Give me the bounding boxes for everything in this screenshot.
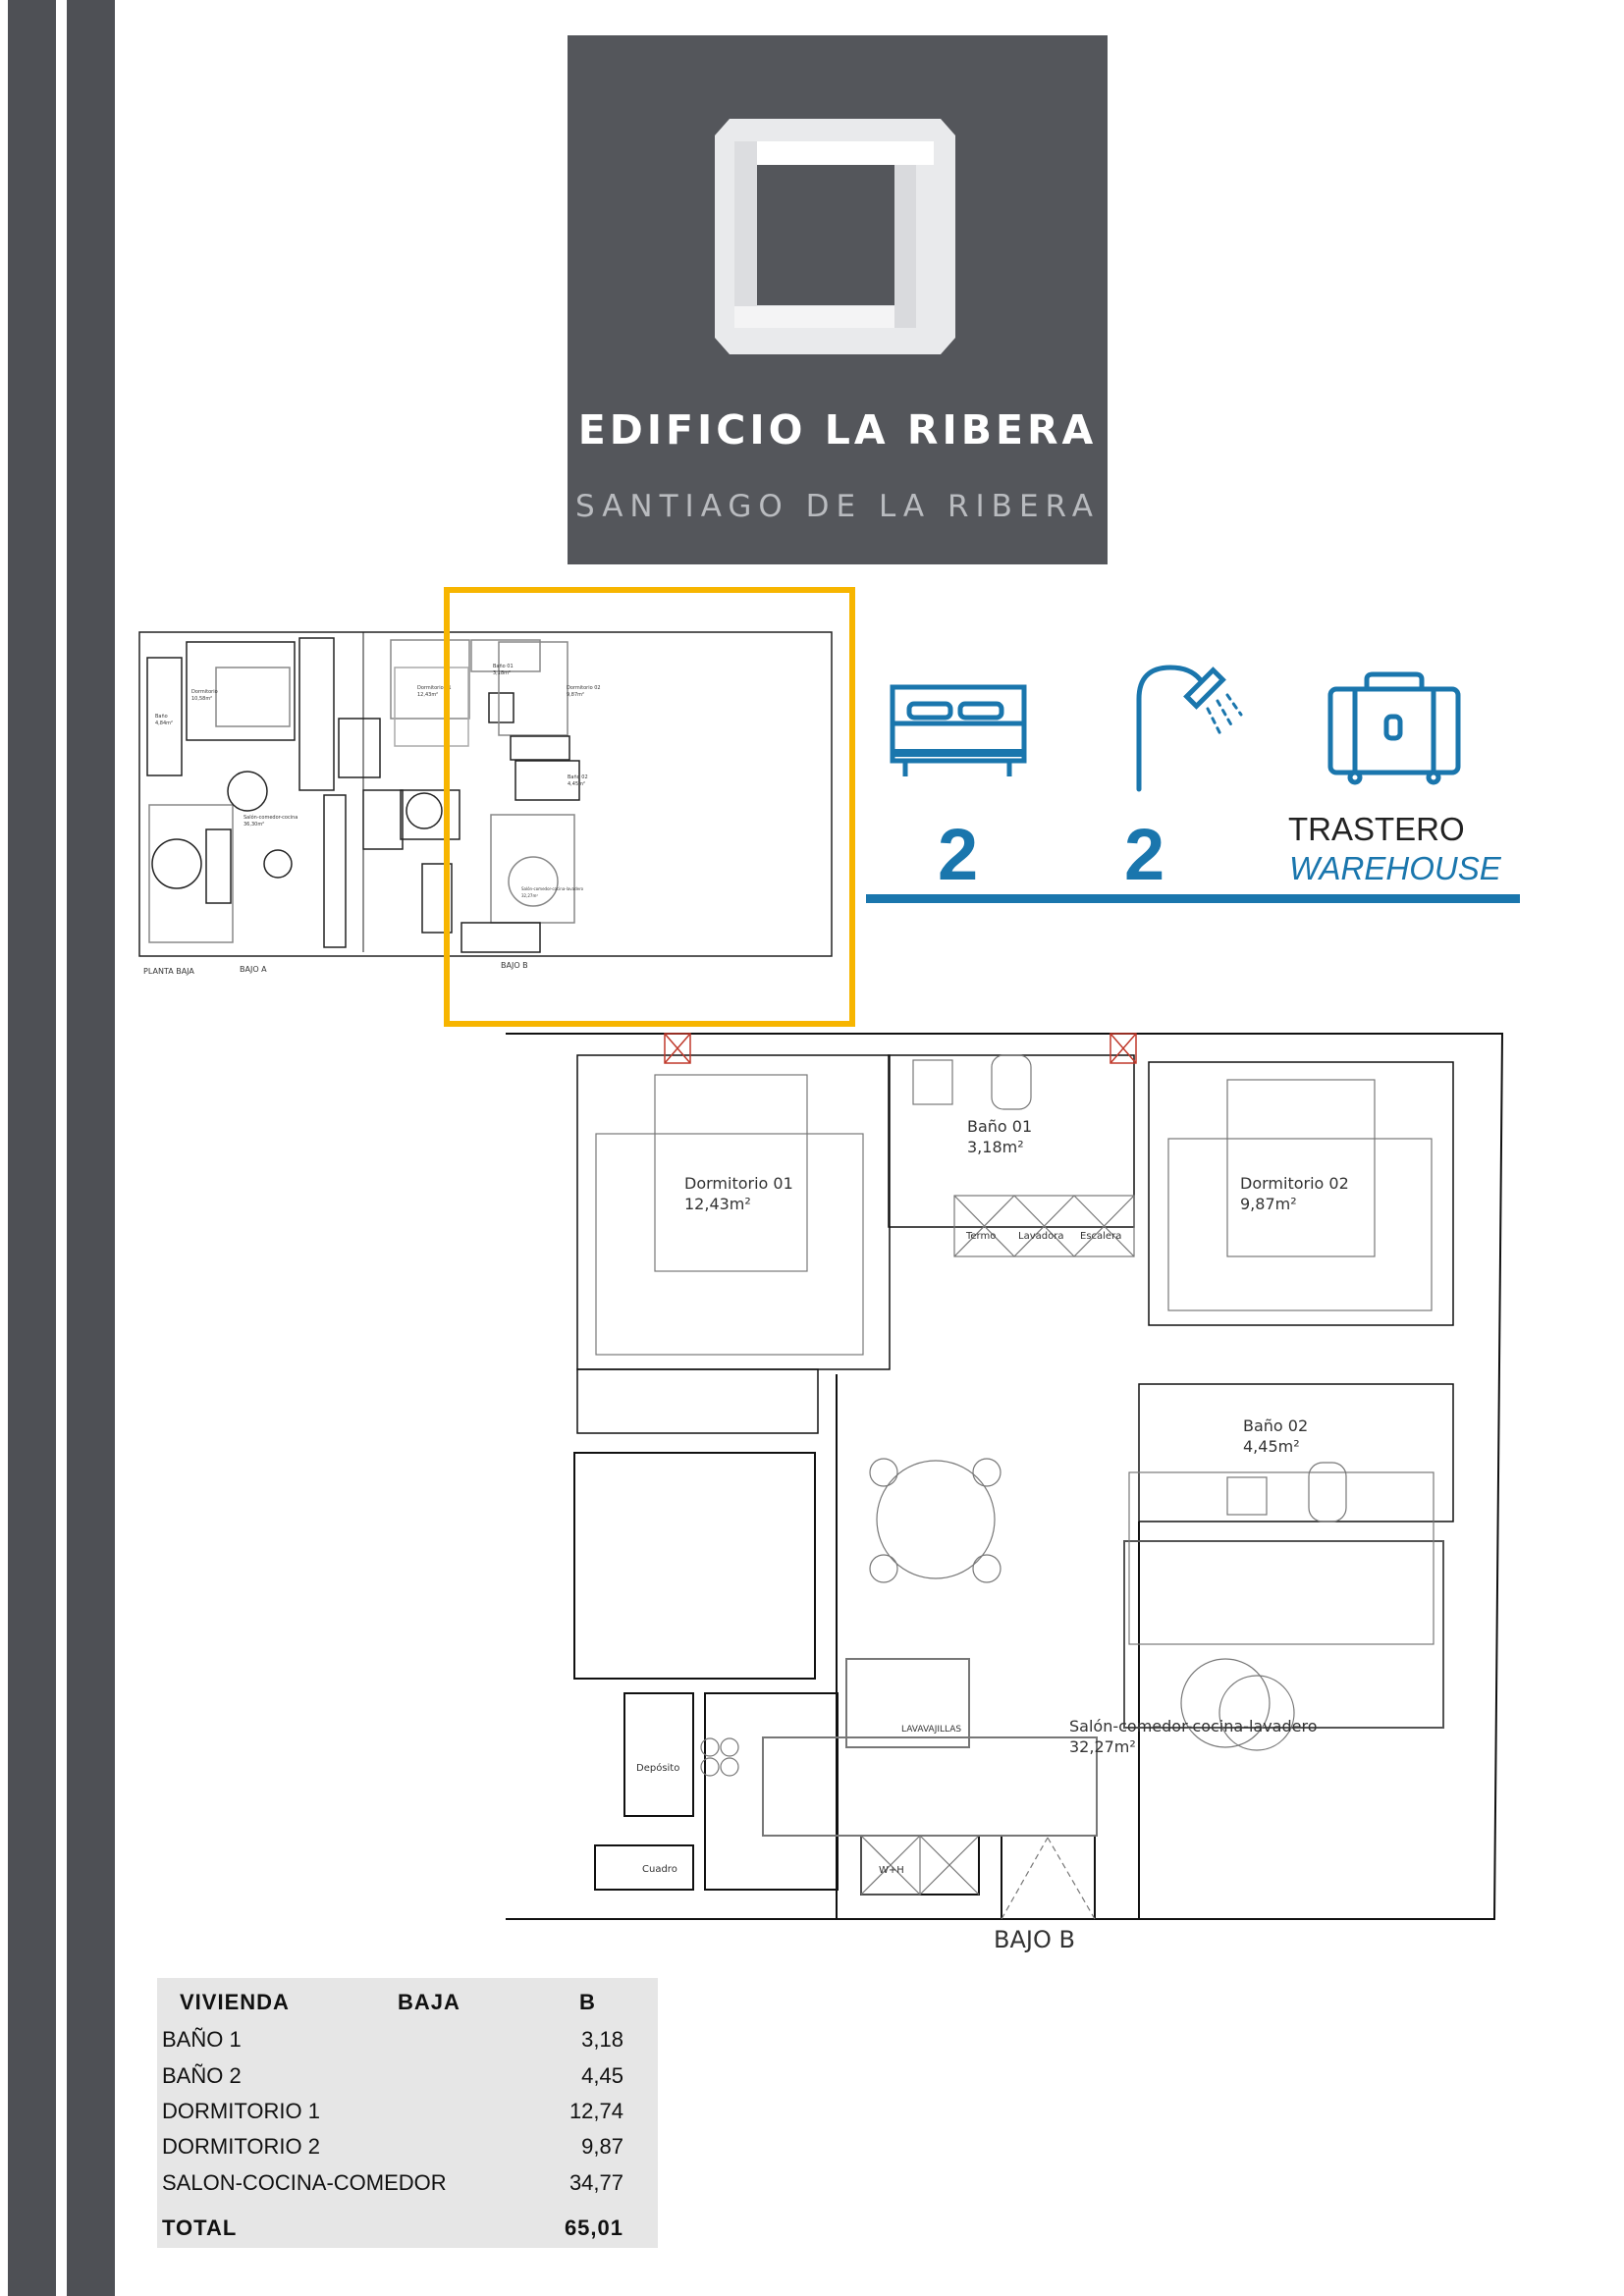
brand-logo: EDIFICIO LA RIBERA SANTIAGO DE LA RIBERA: [568, 35, 1108, 564]
fixture-escalera: Escalera: [1080, 1231, 1121, 1242]
row-label: BAÑO 1: [162, 2027, 242, 2052]
table-row: BAÑO 2 4,45: [162, 2063, 623, 2089]
overview-bajo-b-label: BAJO B: [501, 961, 528, 970]
overview-bajo-a-label: BAJO A: [240, 965, 267, 974]
side-bar-outer: [8, 0, 56, 2296]
storage-label: TRASTERO: [1288, 811, 1465, 847]
row-label: DORMITORIO 2: [162, 2134, 320, 2159]
overview-room-label: Dormitorio 01: [417, 685, 452, 691]
room-label-bano-02: Baño 02: [1243, 1416, 1308, 1435]
row-label: DORMITORIO 1: [162, 2099, 320, 2123]
room-label-dormitorio-01: Dormitorio 01: [684, 1174, 793, 1193]
room-label-salon: Salón-comedor-cocina-lavadero: [1069, 1717, 1317, 1735]
overview-room-area: 36,30m²: [244, 822, 264, 828]
logo-frame-icon: [715, 119, 955, 354]
overview-floor-plan: Dormitorio 10,58m² Baño 4,84m² Salón-com…: [138, 631, 833, 976]
overview-room-area: 12,43m²: [417, 692, 438, 698]
table-header-baja: BAJA: [398, 1990, 460, 2014]
table-row: DORMITORIO 2 9,87: [162, 2134, 623, 2160]
overview-room-area: 4,45m²: [568, 781, 585, 787]
bed-icon: [890, 684, 1027, 776]
overview-room-label: Baño 01: [493, 664, 514, 669]
overview-room-area: 32,27m²: [521, 893, 538, 898]
table-header-vivienda: VIVIENDA: [180, 1990, 290, 2014]
room-area-bano-01: 3,18m²: [967, 1138, 1024, 1156]
row-value: 3,18: [581, 2027, 623, 2052]
overview-room-area: 9,87m²: [567, 692, 584, 698]
room-area-dormitorio-02: 9,87m²: [1240, 1195, 1297, 1213]
fixture-termo: Termo: [965, 1231, 996, 1242]
area-table: VIVIENDA BAJA B BAÑO 1 3,18 BAÑO 2 4,45 DO…: [157, 1978, 658, 2248]
total-value: 65,01: [564, 2216, 623, 2240]
overview-room-label: Dormitorio: [191, 689, 218, 695]
storage-label-en: WAREHOUSE: [1289, 850, 1501, 886]
fixture-deposito: Depósito: [636, 1762, 679, 1774]
table-row: DORMITORIO 1 12,74: [162, 2099, 623, 2124]
overview-room-area: 10,58m²: [191, 696, 212, 702]
row-value: 12,74: [568, 2099, 623, 2123]
room-area-salon: 32,27m²: [1069, 1737, 1136, 1756]
side-bar-inner: [67, 0, 115, 2296]
table-row: BAÑO 1 3,18: [162, 2027, 623, 2053]
highlight-frame: [444, 587, 855, 1027]
fixture-lavavajillas: LAVAVAJILLAS: [901, 1725, 961, 1735]
room-area-dormitorio-01: 12,43m²: [684, 1195, 751, 1213]
shower-icon: [1136, 665, 1243, 792]
logo-subtitle: SANTIAGO DE LA RIBERA: [574, 489, 1101, 524]
row-label: SALON-COCINA-COMEDOR: [162, 2170, 447, 2195]
overview-room-area: 3,18m²: [493, 670, 511, 676]
features-underline: [866, 894, 1520, 903]
fixture-lavadora: Lavadora: [1018, 1231, 1063, 1242]
table-row: SALON-COCINA-COMEDOR 34,77: [162, 2170, 623, 2196]
overview-planta-label: PLANTA BAJA: [143, 967, 194, 976]
row-value: 4,45: [581, 2063, 623, 2088]
plan-title: BAJO B: [994, 1926, 1075, 1953]
row-value: 34,77: [568, 2170, 623, 2195]
total-label: TOTAL: [162, 2216, 238, 2240]
row-value: 9,87: [581, 2134, 623, 2159]
row-label: BAÑO 2: [162, 2063, 242, 2088]
bedroom-count: 2: [938, 814, 979, 895]
room-area-bano-02: 4,45m²: [1243, 1437, 1300, 1456]
suitcase-icon: [1327, 671, 1461, 785]
overview-room-area: 4,84m²: [155, 721, 173, 726]
table-header-b: B: [579, 1990, 596, 2014]
bathroom-count: 2: [1124, 814, 1165, 895]
overview-room-label: Dormitorio 02: [567, 685, 601, 691]
overview-room-label: Baño 02: [568, 774, 588, 780]
fixture-wh: W+H: [879, 1865, 904, 1876]
main-floor-plan: Dormitorio 01 12,43m² Baño 01 3,18m² Dor…: [506, 1033, 1504, 1953]
table-total-row: TOTAL 65,01: [162, 2216, 623, 2241]
logo-title: EDIFICIO LA RIBERA: [577, 406, 1098, 454]
overview-room-label: Baño: [155, 714, 168, 720]
overview-room-label: Salón-comedor-cocina-lavadero: [521, 886, 584, 891]
overview-room-label: Salón-comedor-cocina: [244, 814, 298, 821]
fixture-cuadro: Cuadro: [642, 1864, 677, 1875]
room-label-dormitorio-02: Dormitorio 02: [1240, 1174, 1349, 1193]
room-label-bano-01: Baño 01: [967, 1117, 1032, 1136]
